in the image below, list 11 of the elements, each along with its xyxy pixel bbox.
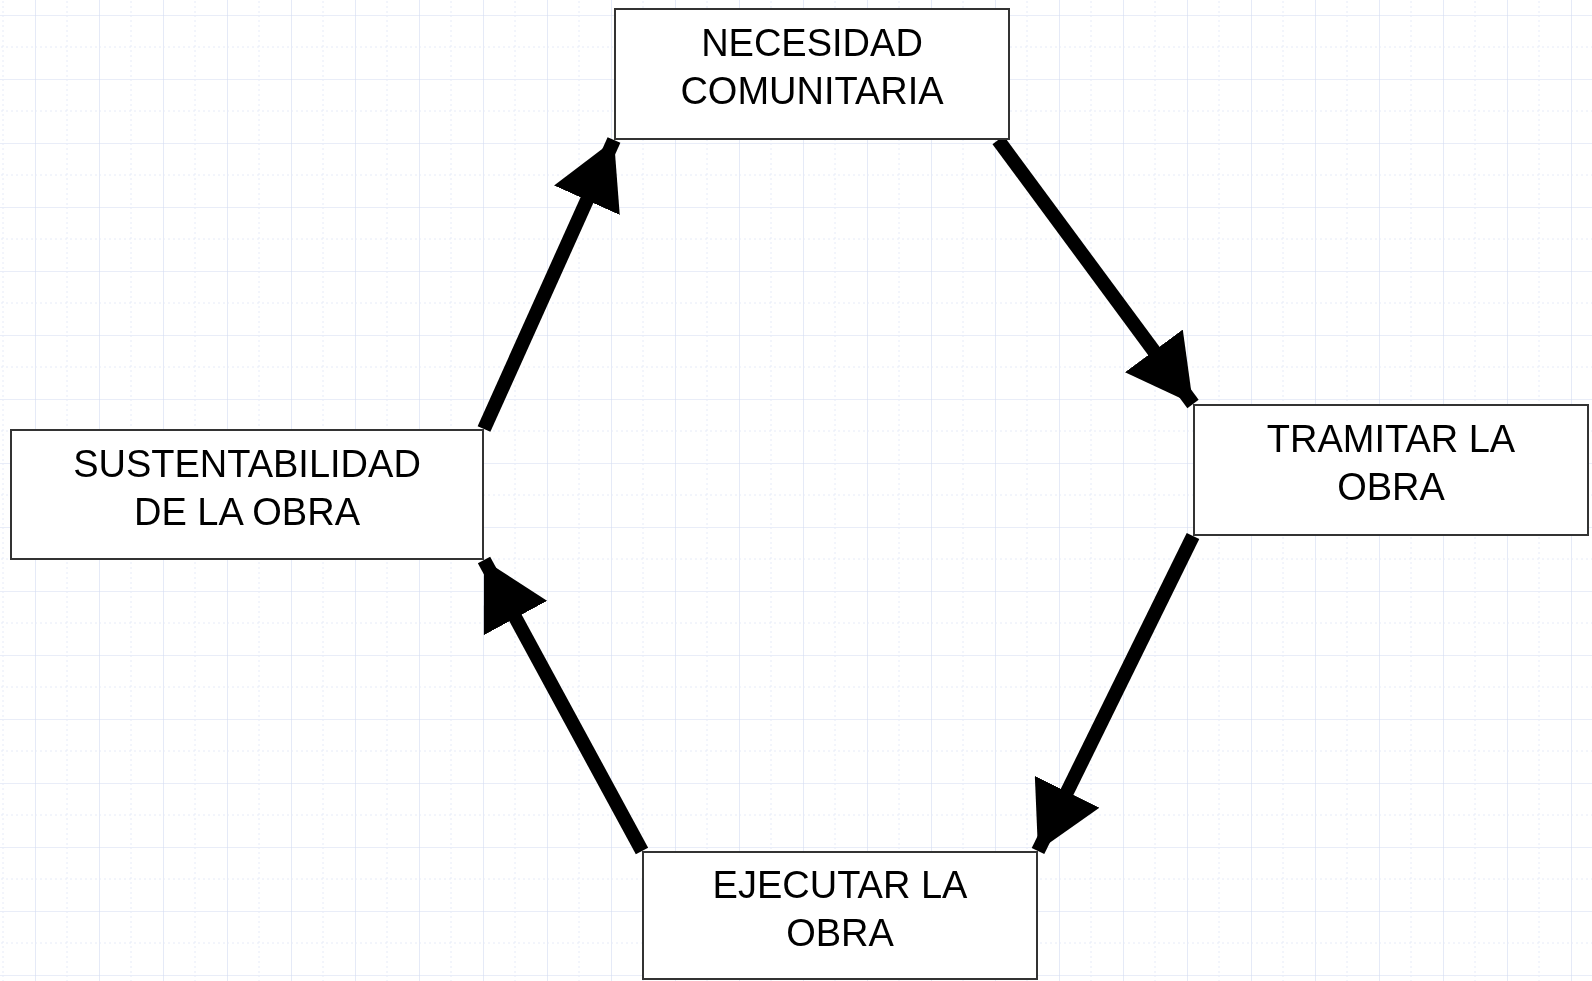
- process-box: [614, 8, 1010, 140]
- box-label: EJECUTAR LA OBRA: [711, 862, 969, 956]
- process-box: [1193, 404, 1589, 536]
- process-box: [642, 851, 1038, 980]
- process-box: [10, 429, 484, 560]
- arrow: [477, 137, 621, 432]
- box-label: NECESIDAD COMUNITARIA: [679, 21, 945, 114]
- box-label: SUSTENTABILIDAD DE LA OBRA: [72, 441, 422, 535]
- arrow: [1031, 532, 1200, 855]
- box-label: TRAMITAR LA OBRA: [1265, 417, 1517, 510]
- arrow: [477, 556, 649, 855]
